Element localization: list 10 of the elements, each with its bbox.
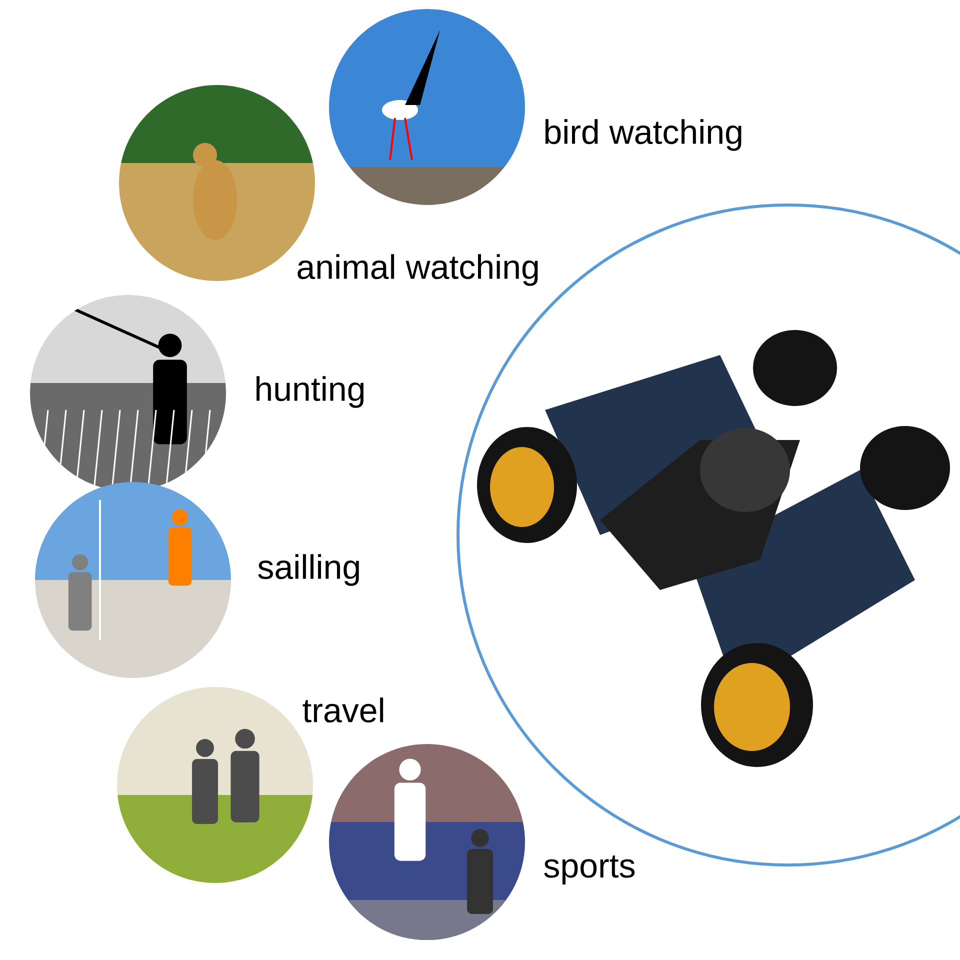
activity-label: hunting: [256, 376, 364, 408]
binoculars-drawing: [477, 330, 950, 767]
photo: [329, 9, 525, 205]
photo: [329, 744, 525, 940]
activity-label: animal watching: [298, 254, 538, 286]
activity-label: sailling: [258, 554, 359, 586]
photo: [35, 482, 231, 678]
activity-label: travel: [302, 698, 384, 722]
activity-label: bird watching: [545, 119, 742, 151]
activity-label: sports: [544, 855, 635, 885]
